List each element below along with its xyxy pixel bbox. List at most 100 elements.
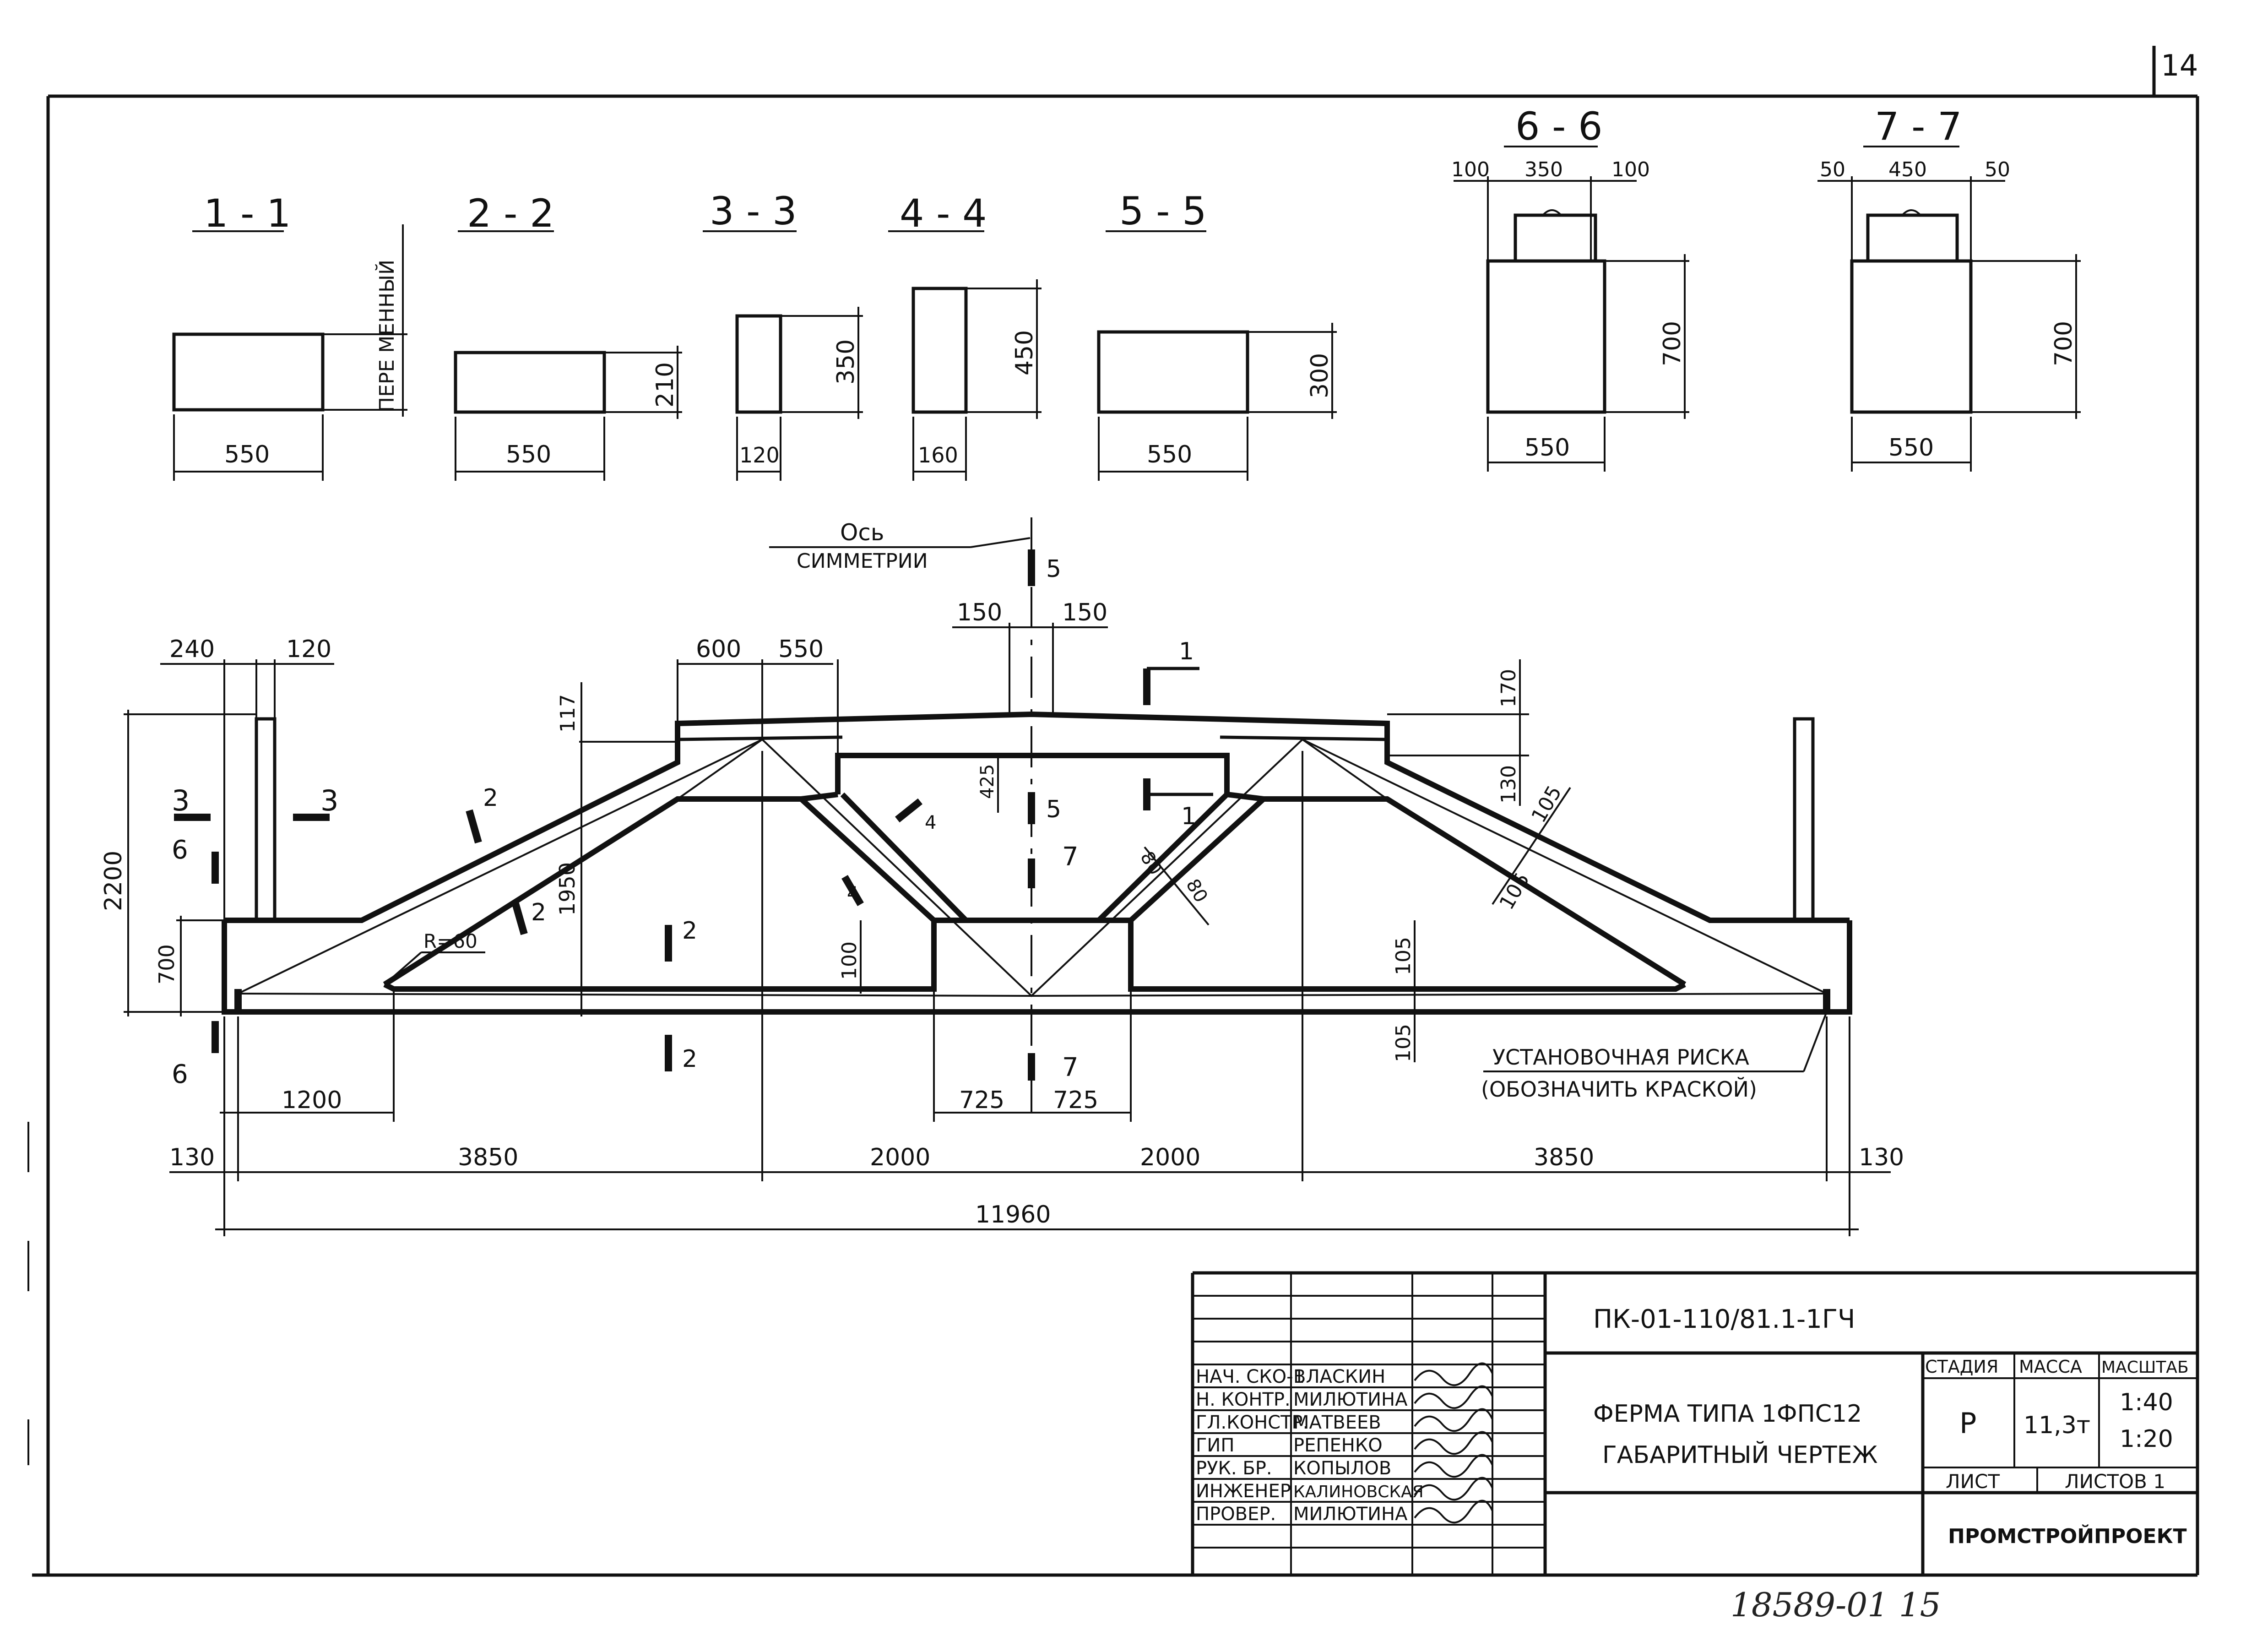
signer-name: КАЛИНОВСКАЯ <box>1293 1483 1424 1501</box>
scale-value: 1:20 <box>2120 1425 2173 1453</box>
stage-value: Р <box>1959 1407 1976 1440</box>
cut-label: 6 <box>172 835 188 865</box>
section-label: 7 - 7 <box>1875 104 1962 149</box>
section-height: 300 <box>1306 353 1334 398</box>
section-height: 210 <box>651 362 679 408</box>
dim-text: 725 <box>959 1087 1004 1114</box>
section-top-dim: 450 <box>1888 158 1927 181</box>
axis-label: Ось <box>840 519 884 546</box>
signer-name: КОПЫЛОВ <box>1293 1458 1391 1479</box>
section-7-7: 7 - 7 50 450 50 550 700 <box>1817 104 2081 472</box>
installation-note: (ОБОЗНАЧИТЬ КРАСКОЙ) <box>1481 1077 1757 1102</box>
section-label: 5 - 5 <box>1119 189 1207 234</box>
section-label: 1 - 1 <box>204 191 291 236</box>
signer-role: ПРОВЕР. <box>1196 1504 1276 1525</box>
dim-text: 725 <box>1053 1087 1098 1114</box>
signature-row: ГИП РЕПЕНКО <box>1196 1431 1493 1456</box>
section-width: 550 <box>1524 434 1570 462</box>
dim-text: 3850 <box>1534 1144 1594 1171</box>
mass-value: 11,3т <box>2024 1412 2090 1439</box>
header-stage: СТАДИЯ <box>1925 1357 1998 1377</box>
truss-elevation: Ось СИММЕТРИИ <box>100 517 1904 1236</box>
signer-role: ИНЖЕНЕР <box>1196 1481 1291 1502</box>
cut-label: 7 <box>1062 842 1079 872</box>
cut-label: 5 <box>1046 796 1061 823</box>
section-2-2: 2 - 2 550 210 <box>454 191 682 481</box>
dim-text: 130 <box>169 1144 215 1171</box>
section-height: 700 <box>1659 321 1686 366</box>
signature-row: ИНЖЕНЕР КАЛИНОВСКАЯ <box>1196 1477 1493 1502</box>
dim-total: 11960 <box>975 1201 1051 1228</box>
radius-label: R=60 <box>423 930 477 952</box>
signer-name: МИЛЮТИНА <box>1293 1504 1408 1525</box>
section-width: 120 <box>739 443 780 467</box>
signature-row: НАЧ. СКО-1 ВЛАСКИН <box>1196 1362 1493 1387</box>
signer-name: РЕПЕНКО <box>1293 1435 1383 1456</box>
dim-text: 117 <box>556 694 580 733</box>
dim-text: 130 <box>1859 1144 1904 1171</box>
cut-label: 4 <box>925 812 936 833</box>
signature-row: ГЛ.КОНСТР. МАТВЕЕВ <box>1196 1408 1493 1433</box>
section-top-dim: 50 <box>1820 158 1845 181</box>
sheets-label: ЛИСТОВ 1 <box>2065 1470 2165 1493</box>
drawing-subtitle: ГАБАРИТНЫЙ ЧЕРТЕЖ <box>1602 1441 1877 1469</box>
dim-text: 2000 <box>870 1144 930 1171</box>
section-label: 6 - 6 <box>1515 104 1603 149</box>
drawing-title: ФЕРМА ТИПА 1ФПС12 <box>1593 1400 1862 1428</box>
title-block: ПК-01-110/81.1-1ГЧ ФЕРМА ТИПА 1ФПС12 ГАБ… <box>1191 1271 2197 1575</box>
cut-label: 3 <box>320 784 338 817</box>
dim-text: 2000 <box>1140 1144 1200 1171</box>
signature-row: Н. КОНТР. МИЛЮТИНА <box>1196 1385 1493 1410</box>
header-mass: МАССА <box>2019 1357 2082 1377</box>
cut-label: 2 <box>682 917 697 945</box>
cut-label: 1 <box>1179 638 1194 665</box>
cut-label: 1 <box>1181 803 1196 830</box>
signer-role: ГЛ.КОНСТР. <box>1196 1412 1308 1433</box>
section-label: 4 - 4 <box>900 191 987 236</box>
section-height: ПЕРЕ МЕННЫЙ <box>374 260 399 412</box>
signer-name: МИЛЮТИНА <box>1293 1389 1408 1410</box>
section-1-1: 1 - 1 550 ПЕРЕ МЕННЫЙ <box>172 191 407 481</box>
axis-label: СИММЕТРИИ <box>797 549 928 573</box>
cut-label: 5 <box>1046 555 1061 583</box>
signer-role: РУК. БР. <box>1196 1458 1272 1479</box>
dim-text: 550 <box>778 636 824 663</box>
section-height: 450 <box>1011 330 1038 375</box>
cut-label: 4 <box>847 883 858 904</box>
sheet-label: ЛИСТ <box>1946 1470 2000 1493</box>
section-height: 700 <box>2050 321 2078 366</box>
scale-value: 1:40 <box>2120 1389 2173 1416</box>
dim-text: 1200 <box>282 1087 342 1114</box>
header-scale: МАСШТАБ <box>2101 1358 2189 1377</box>
cut-label: 6 <box>172 1060 188 1089</box>
section-width: 550 <box>1147 441 1192 468</box>
signer-role: НАЧ. СКО-1 <box>1196 1366 1305 1387</box>
section-top-dim: 100 <box>1451 158 1490 181</box>
signer-role: Н. КОНТР. <box>1196 1389 1291 1410</box>
signature-row: РУК. БР. КОПЫЛОВ <box>1196 1454 1493 1479</box>
cut-label: 2 <box>483 784 498 812</box>
archive-number: 18589-01 15 <box>1731 1586 1941 1624</box>
dim-text: 700 <box>154 944 179 984</box>
dim-text: 3850 <box>458 1144 518 1171</box>
dim-text: 240 <box>169 636 215 663</box>
section-height: 350 <box>832 339 860 385</box>
section-width: 550 <box>1888 434 1934 462</box>
dim-text: 170 <box>1497 669 1520 707</box>
dim-text: 130 <box>1497 765 1520 804</box>
sheet-number: 14 <box>2161 49 2198 83</box>
dim-text: 120 <box>286 636 331 663</box>
section-width: 550 <box>224 441 270 468</box>
dim-text: 2200 <box>100 851 127 911</box>
signature-row: ПРОВЕР. МИЛЮТИНА <box>1196 1500 1493 1525</box>
cut-label: 3 <box>172 784 190 817</box>
cut-label: 7 <box>1062 1053 1079 1082</box>
sheet-frame <box>27 46 2199 1577</box>
dim-text: 105 <box>1392 1024 1415 1062</box>
section-6-6: 6 - 6 100 350 100 550 700 <box>1451 104 1689 472</box>
dim-text: 150 <box>957 599 1002 626</box>
section-4-4: 4 - 4 160 450 <box>888 191 1042 481</box>
section-width: 160 <box>918 443 958 467</box>
section-3-3: 3 - 3 120 350 <box>703 189 863 481</box>
